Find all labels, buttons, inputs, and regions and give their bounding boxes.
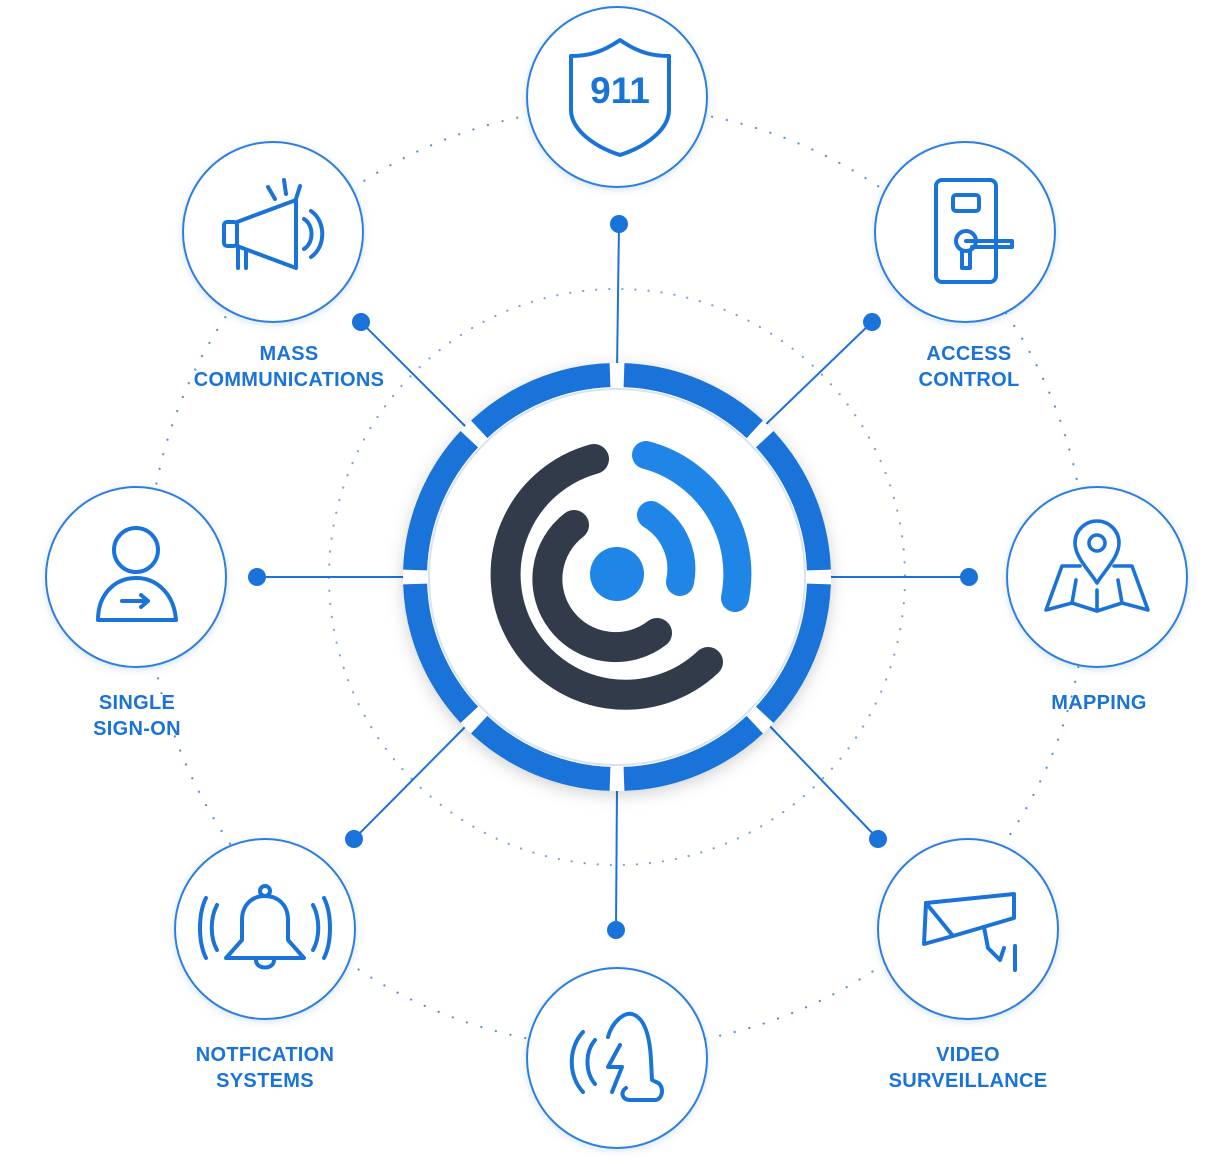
connector-panic <box>615 784 618 931</box>
security-camera-icon <box>922 892 1017 972</box>
bell-icon <box>198 884 332 970</box>
node-mapping[interactable] <box>1006 486 1188 668</box>
node-mapping-circle <box>1006 486 1188 668</box>
center-ring-segment <box>623 715 763 791</box>
center-ring-segment <box>755 431 831 571</box>
connector-notification-systems <box>353 721 471 840</box>
connector-dot-access-control <box>863 313 881 331</box>
shield-911-icon <box>569 38 671 157</box>
node-panic[interactable] <box>526 967 708 1149</box>
node-single-sign-on[interactable] <box>45 486 227 668</box>
node-mass-communications[interactable] <box>182 141 364 323</box>
connector-dot-single-sign-on <box>248 568 266 586</box>
panic-button-icon <box>569 1011 664 1102</box>
user-sign-in-icon <box>96 526 178 622</box>
node-notification-systems-circle <box>174 838 356 1020</box>
ring-signal-logo-icon <box>490 441 752 710</box>
map-pin-icon <box>1044 519 1150 613</box>
center-ring-segment <box>471 363 611 439</box>
connector-dot-notification-systems <box>345 830 363 848</box>
center-ring-segment <box>755 583 831 723</box>
connector-mass-communications <box>360 321 475 436</box>
center-hub <box>403 363 831 791</box>
node-911[interactable]: 911 <box>526 6 708 188</box>
node-video-surveillance-circle <box>877 838 1059 1020</box>
node-video-surveillance[interactable] <box>877 838 1059 1020</box>
megaphone-icon <box>222 178 325 270</box>
connector-911 <box>616 223 620 371</box>
center-ring-segment <box>403 431 479 571</box>
shield-911-text: 911 <box>590 70 650 111</box>
connector-dot-911 <box>610 215 628 233</box>
center-ring-segment <box>471 715 611 791</box>
connector-access-control <box>759 321 873 431</box>
center-ring-segment <box>403 583 479 723</box>
center-outer-ring <box>403 363 831 791</box>
door-lock-icon <box>934 178 1014 284</box>
connector-dot-panic <box>607 921 625 939</box>
label-mapping: MAPPING <box>1051 692 1147 714</box>
node-access-control[interactable] <box>874 141 1056 323</box>
connector-dot-mass-communications <box>352 313 370 331</box>
node-911-circle <box>526 6 708 188</box>
node-mass-communications-circle <box>182 141 364 323</box>
connector-dots <box>248 215 978 939</box>
node-notification-systems[interactable] <box>174 838 356 1020</box>
connector-dot-video-surveillance <box>869 830 887 848</box>
connector-dot-mapping <box>960 568 978 586</box>
node-panic-circle <box>526 967 708 1149</box>
center-ring-segment <box>623 363 763 439</box>
connector-video-surveillance <box>761 717 879 840</box>
connector-lines <box>257 223 969 931</box>
